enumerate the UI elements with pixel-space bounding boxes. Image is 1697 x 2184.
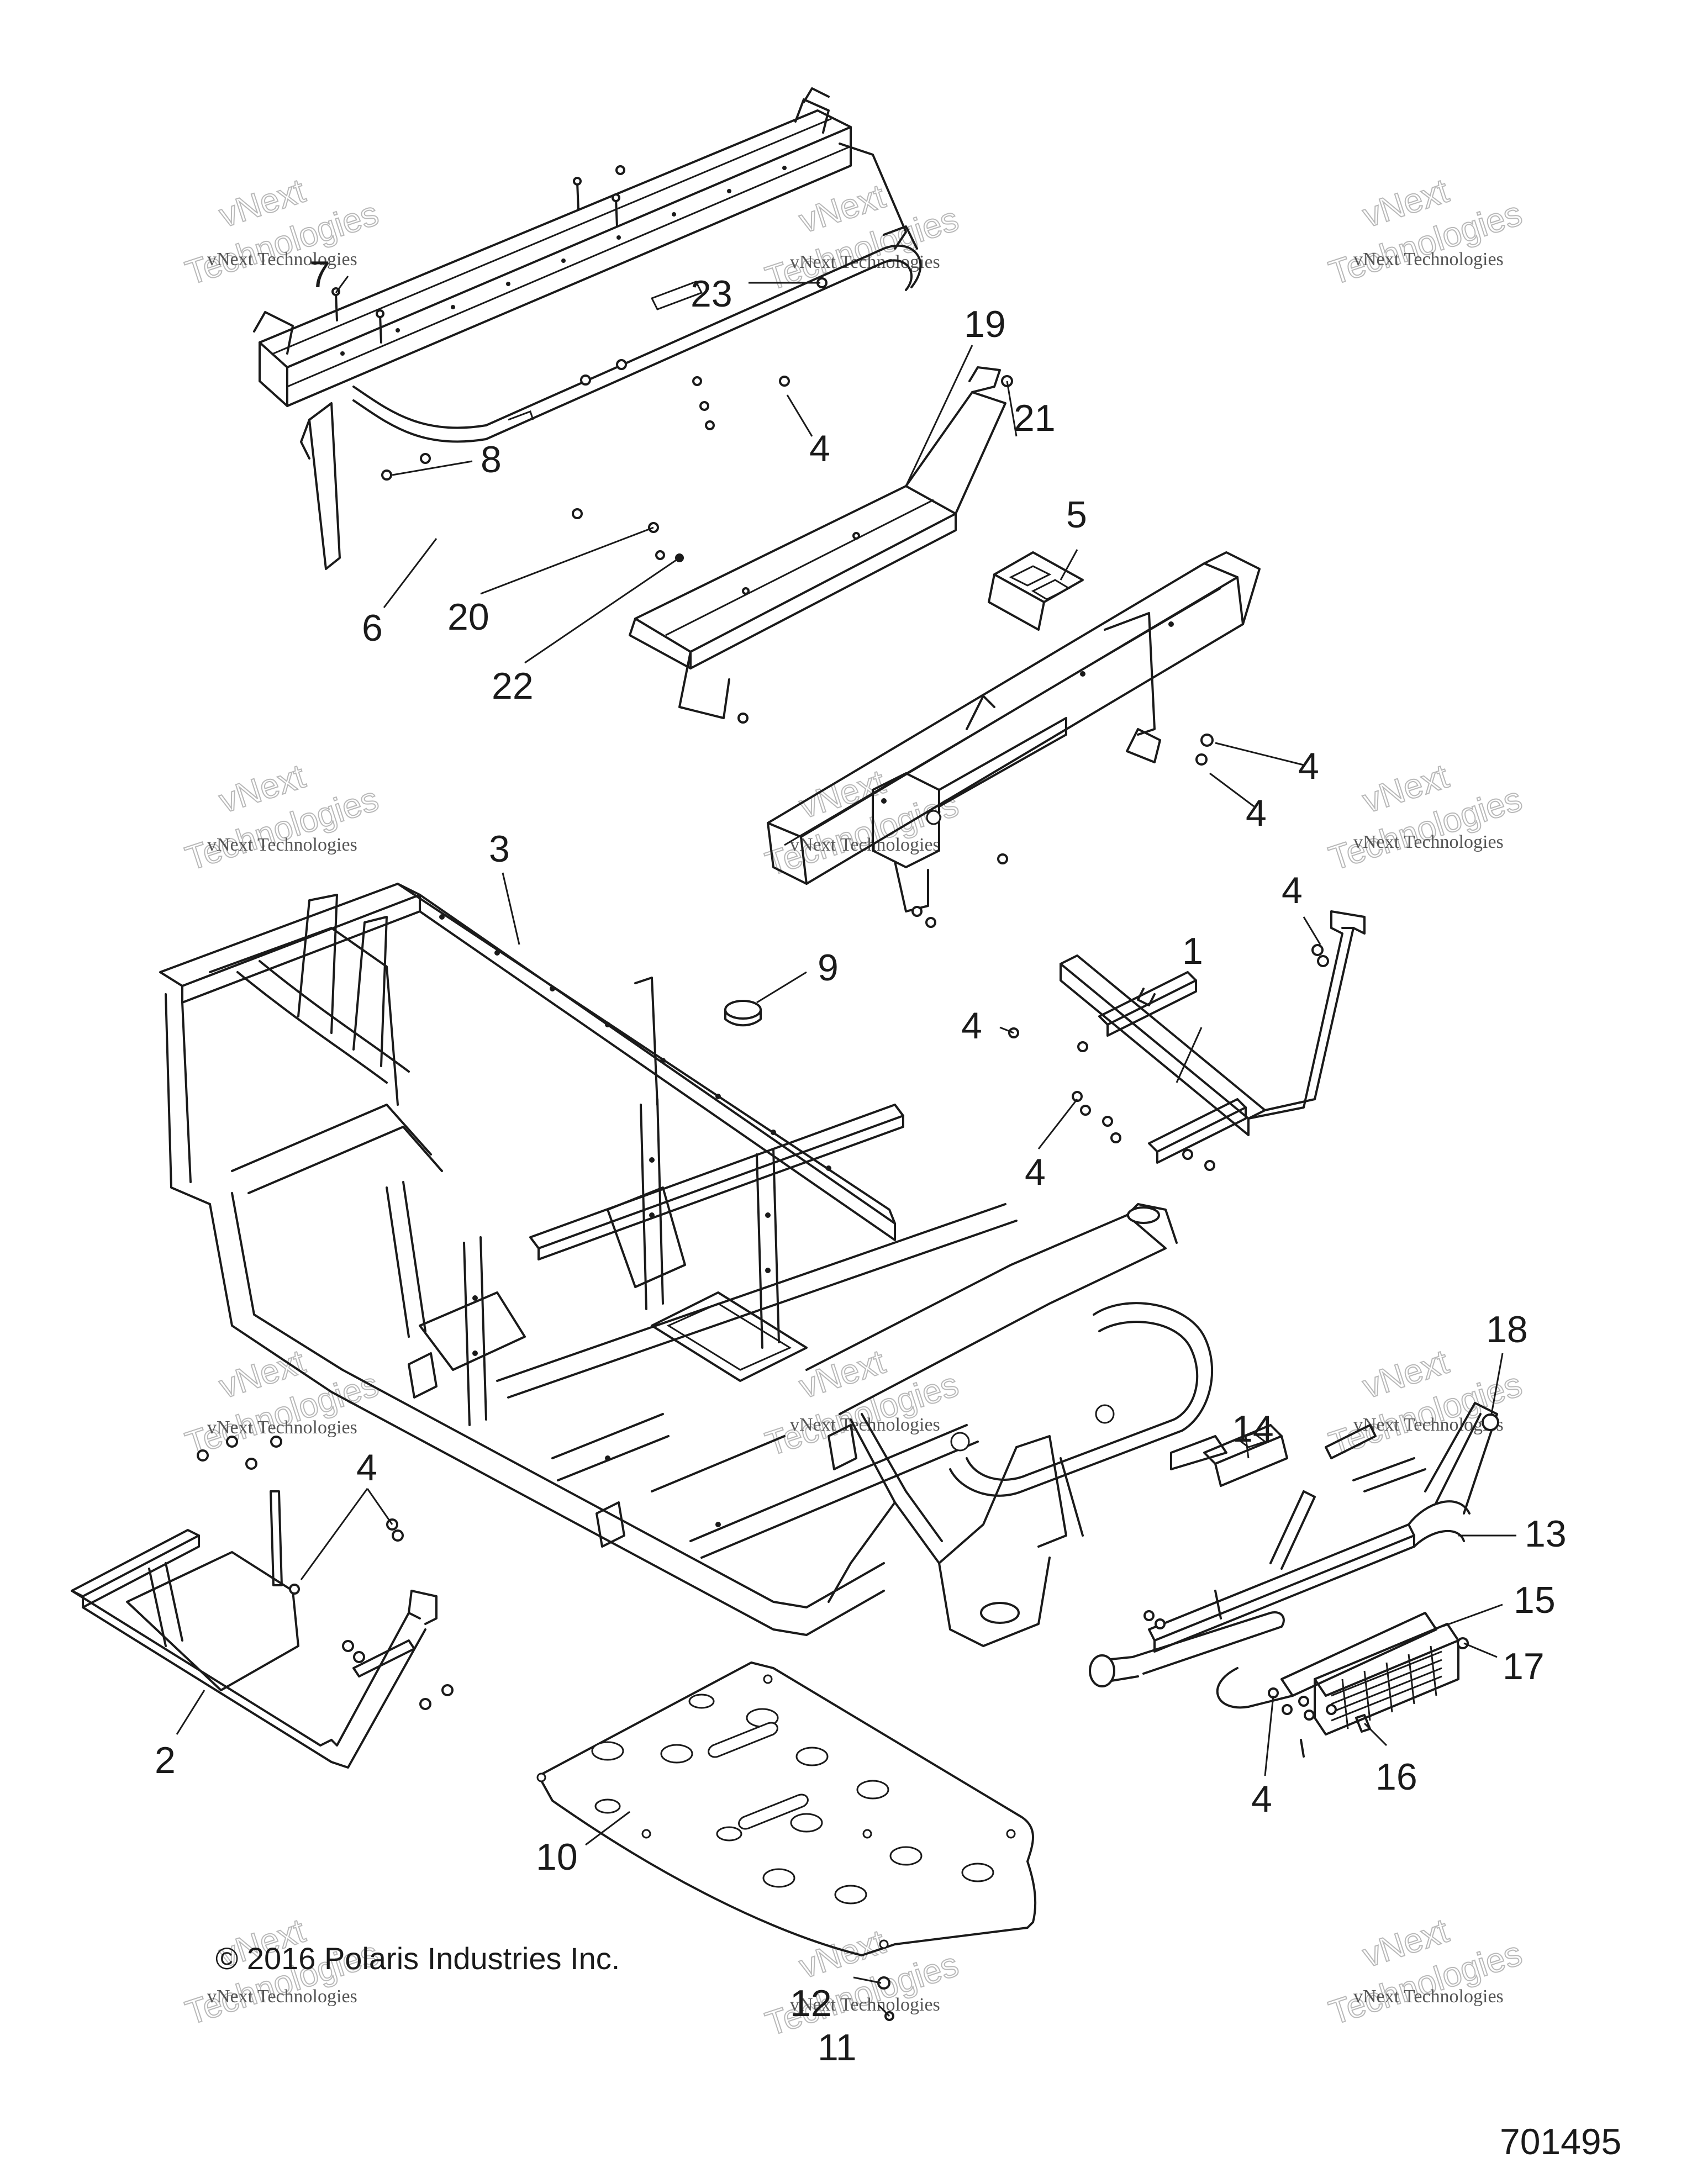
- watermark-mid-left: vNext Technologies: [181, 757, 384, 878]
- callout-2: 2: [155, 1739, 176, 1781]
- callout-10: 10: [536, 1836, 578, 1878]
- callout-22: 22: [492, 665, 534, 707]
- svg-text:vNext Technologies: vNext Technologies: [207, 835, 357, 855]
- svg-text:vNext Technologies: vNext Technologies: [207, 1986, 357, 2007]
- callout-8: 8: [481, 439, 502, 481]
- callout-13: 13: [1525, 1513, 1567, 1555]
- part-5-subframe: [767, 551, 1261, 912]
- svg-text:vNext Technologies: vNext Technologies: [1353, 1415, 1504, 1435]
- grille-slots: [1331, 1645, 1442, 1729]
- callout-17: 17: [1503, 1645, 1545, 1687]
- part-1-bracket: [1060, 910, 1366, 1164]
- watermark-label: vNext Technologies: [207, 249, 357, 270]
- main-frame-holes: [439, 914, 831, 1527]
- part-14-bracket: [1203, 1424, 1288, 1487]
- callout-4-bracket-left: 4: [961, 1005, 982, 1047]
- fasteners-4-subframe: [911, 734, 1214, 928]
- watermark-top-center: vNext Technologies: [761, 177, 964, 298]
- callout-1: 1: [1182, 930, 1203, 972]
- callout-4-front: 4: [356, 1447, 377, 1489]
- watermark-top-left: vNext Technologies: [181, 171, 384, 293]
- callout-14: 14: [1232, 1408, 1274, 1450]
- callout-6: 6: [362, 607, 383, 649]
- callout-4-bracket-bottom: 4: [1025, 1151, 1046, 1193]
- part-3-main-frame: [159, 883, 1214, 1647]
- callout-12: 12: [790, 1982, 832, 2024]
- copyright-text: © 2016 Polaris Industries Inc.: [215, 1941, 620, 1976]
- fasteners-20-21-22: [648, 277, 1013, 562]
- callout-20: 20: [447, 596, 489, 638]
- callout-3: 3: [489, 828, 510, 870]
- callout-4-bracket-top: 4: [1282, 869, 1303, 911]
- callout-7: 7: [309, 254, 330, 296]
- part-13-front-bumper: [1089, 1402, 1499, 1709]
- watermark-top-right: vNext Technologies: [1324, 171, 1527, 293]
- part-10-skid-plate: [536, 1661, 1037, 1956]
- callout-5: 5: [1066, 494, 1087, 536]
- fasteners-16-17-4: [1143, 1610, 1469, 1758]
- callout-23: 23: [691, 273, 732, 315]
- callout-19: 19: [964, 303, 1006, 345]
- leader-lines: [176, 276, 1516, 2017]
- callout-15: 15: [1514, 1579, 1556, 1621]
- callout-18: 18: [1486, 1309, 1528, 1351]
- svg-text:vNext Technologies: vNext Technologies: [790, 835, 940, 855]
- part-2-front-bracket: [71, 1490, 438, 1769]
- svg-text:vNext Technologies: vNext Technologies: [1353, 1986, 1504, 2007]
- callout-4-subframe-a: 4: [1298, 745, 1319, 787]
- watermark-mid-right: vNext Technologies: [1324, 757, 1527, 878]
- part-6-rack-frame: [253, 87, 922, 570]
- svg-text:vNext Technologies: vNext Technologies: [207, 1417, 357, 1438]
- callouts: 1 2 3 4 4 4 4 4 4 4 4 5 6 7 8 9 10 11 12…: [155, 254, 1567, 2069]
- part-9-plug: [724, 1000, 762, 1027]
- watermark-bottom-center: vNext Technologies: [761, 1922, 964, 2044]
- svg-text:vNext Technologies: vNext Technologies: [1353, 249, 1504, 270]
- callout-11: 11: [818, 2027, 857, 2069]
- skid-plate-holes: [536, 1674, 1016, 1949]
- svg-text:vNext Technologies: vNext Technologies: [790, 1995, 940, 2015]
- fasteners-4-front-bracket: [197, 1436, 454, 1710]
- figure-number: 701495: [1500, 2121, 1621, 2162]
- svg-text:vNext Technologies: vNext Technologies: [790, 252, 940, 272]
- fasteners-4-bracket: [1008, 944, 1329, 1171]
- bolts-7: [331, 165, 625, 344]
- part-15-grille: [1314, 1623, 1459, 1735]
- rack-frame-holes: [340, 166, 787, 356]
- callout-4-subframe-b: 4: [1246, 792, 1267, 834]
- callout-4-bumper: 4: [1251, 1778, 1272, 1820]
- nuts-8: [381, 359, 790, 519]
- callout-4-rack: 4: [809, 428, 830, 469]
- part-19-channel: [629, 366, 1006, 724]
- callout-9: 9: [818, 947, 839, 989]
- callout-16: 16: [1375, 1756, 1417, 1798]
- callout-21: 21: [1014, 397, 1056, 439]
- svg-text:vNext Technologies: vNext Technologies: [1353, 832, 1504, 852]
- watermark-bottom-right: vNext Technologies: [1324, 1911, 1527, 2033]
